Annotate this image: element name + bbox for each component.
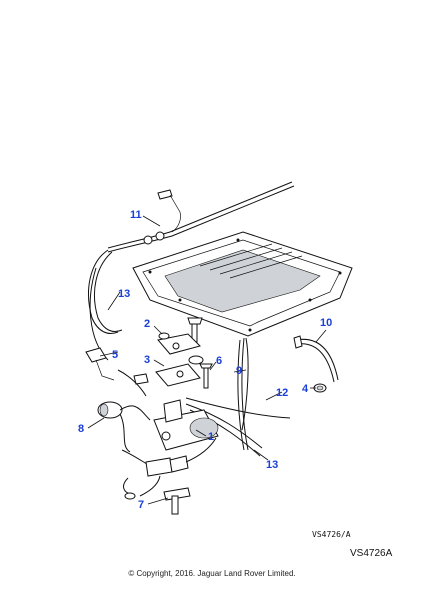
- drain-tube-11: [107, 181, 295, 253]
- drawing-reference: VS4726/A: [312, 530, 351, 539]
- crank-handle-7: [163, 487, 191, 515]
- callout-13-upper: 13: [118, 288, 130, 300]
- motor-8: [97, 401, 151, 453]
- wiring-harness: [117, 369, 217, 500]
- callout-10: 10: [320, 317, 332, 329]
- callout-4: 4: [302, 383, 309, 395]
- callout-12: 12: [276, 387, 288, 399]
- callout-2: 2: [144, 318, 150, 330]
- cable-13-left: [88, 249, 123, 361]
- callout-3: 3: [144, 354, 150, 366]
- callout-1: 1: [208, 431, 214, 443]
- motor-1: [153, 399, 219, 451]
- callout-labels: 11 13 2 3 5 6 9 10 4 12 1 8 13 7: [78, 209, 332, 511]
- switch-5: [85, 347, 115, 381]
- callout-13-lower: 13: [266, 459, 278, 471]
- callout-8: 8: [78, 423, 84, 435]
- callout-11: 11: [130, 209, 142, 221]
- rod-9: [241, 337, 249, 431]
- sunroof-frame: [132, 231, 353, 337]
- callout-6: 6: [216, 355, 222, 367]
- callout-5: 5: [112, 349, 118, 361]
- bracket-assembly-2-3: [133, 317, 204, 387]
- callout-9: 9: [236, 365, 242, 377]
- callout-7: 7: [138, 499, 144, 511]
- bolt-6: [199, 363, 213, 389]
- drain-tube-10: [293, 335, 339, 383]
- leader-lines: [87, 215, 327, 505]
- copyright-notice: © Copyright, 2016. Jaguar Land Rover Lim…: [128, 569, 296, 578]
- illustration-reference: VS4726A: [350, 548, 393, 559]
